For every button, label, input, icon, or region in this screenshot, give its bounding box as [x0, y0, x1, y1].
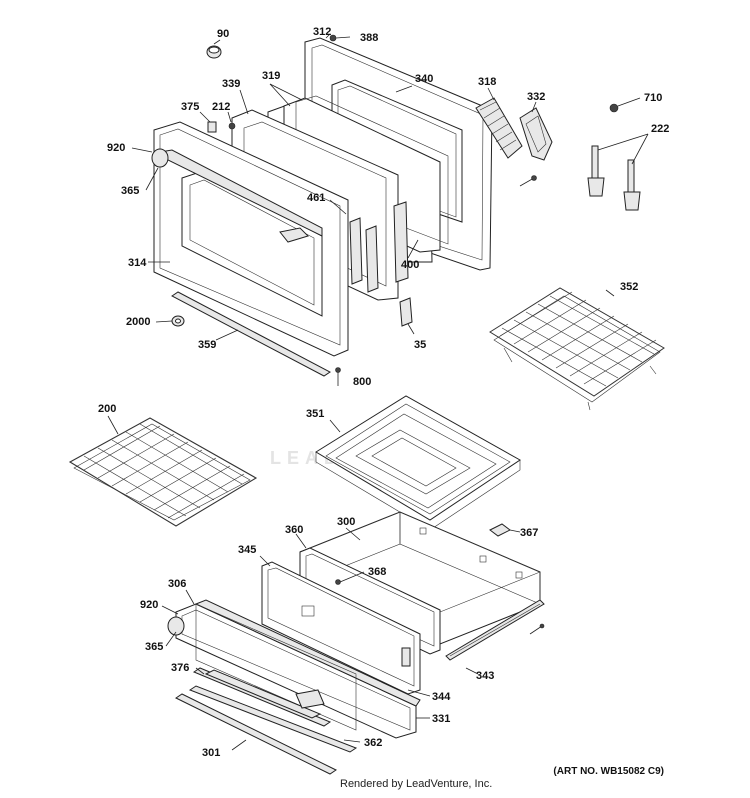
render-credit: Rendered by LeadVenture, Inc.	[340, 778, 493, 790]
part-710-screw	[609, 97, 641, 113]
label-301: 301	[202, 747, 220, 759]
label-345: 345	[238, 544, 256, 556]
part-345-drawer-front-inner	[261, 561, 421, 695]
label-360: 360	[285, 524, 303, 536]
part-90-bumper	[206, 45, 222, 59]
label-319: 319	[262, 70, 280, 82]
label-461: 461	[307, 192, 325, 204]
part-332-bracket	[519, 107, 553, 161]
label-920-top: 920	[107, 142, 125, 154]
part-388-screw	[329, 34, 351, 42]
label-375: 375	[181, 101, 199, 113]
label-314: 314	[128, 257, 147, 269]
art-number: (ART NO. WB15082 C9)	[553, 766, 664, 777]
label-352: 352	[620, 281, 638, 293]
label-212: 212	[212, 101, 230, 113]
part-367-clip	[489, 523, 511, 537]
label-365-bottom: 365	[145, 641, 163, 653]
part-212-screw	[228, 122, 236, 130]
part-2000-grommet	[171, 315, 185, 327]
label-920-bottom: 920	[140, 599, 158, 611]
part-331-drawer-face	[195, 603, 357, 731]
part-352-oven-rack	[489, 287, 665, 411]
label-359: 359	[198, 339, 216, 351]
footer: (ART NO. WB15082 C9) Rendered by LeadVen…	[0, 766, 750, 796]
part-301-bottom-trim	[175, 693, 337, 775]
label-200: 200	[98, 403, 116, 415]
label-300: 300	[337, 516, 355, 528]
part-351-broiler-pan	[315, 395, 521, 531]
label-362: 362	[364, 737, 382, 749]
part-314-oven-door	[151, 121, 349, 357]
label-800: 800	[353, 376, 371, 388]
label-2000: 2000	[126, 316, 150, 328]
label-400: 400	[401, 259, 419, 271]
part-800-screw	[335, 367, 341, 386]
label-339: 339	[222, 78, 240, 90]
part-343-slide-rail	[445, 599, 545, 661]
label-306: 306	[168, 578, 186, 590]
label-365-top: 365	[121, 185, 139, 197]
label-343: 343	[476, 670, 494, 682]
label-388: 388	[360, 32, 378, 44]
label-318: 318	[478, 76, 496, 88]
label-222: 222	[651, 123, 669, 135]
label-344: 344	[432, 691, 451, 703]
part-375-clip	[207, 121, 217, 133]
label-312: 312	[313, 26, 331, 38]
part-359-vent-trim	[171, 291, 331, 377]
part-222-hinges	[587, 145, 641, 211]
label-376: 376	[171, 662, 189, 674]
label-710: 710	[644, 92, 662, 104]
part-318-gasket	[475, 97, 523, 159]
label-90: 90	[217, 28, 229, 40]
part-200-broiler-rack	[68, 417, 258, 527]
part-461-hinge-strip	[349, 201, 409, 293]
label-331: 331	[432, 713, 450, 725]
part-362-trim	[188, 669, 358, 753]
label-332: 332	[527, 91, 545, 103]
label-340: 340	[415, 73, 433, 85]
label-367: 367	[520, 527, 538, 539]
part-35-bracket	[399, 297, 413, 327]
label-351: 351	[306, 408, 324, 420]
label-368: 368	[368, 566, 386, 578]
label-35: 35	[414, 339, 426, 351]
